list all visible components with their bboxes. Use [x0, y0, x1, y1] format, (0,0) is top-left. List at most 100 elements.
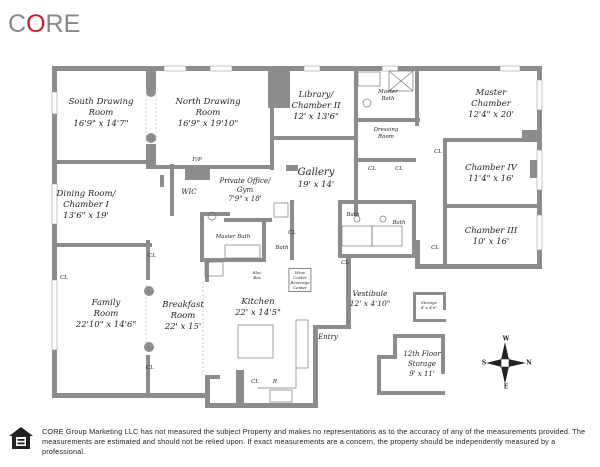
room-name: Chamber III: [464, 226, 518, 236]
room-dims: 19' x 14': [297, 180, 335, 190]
label-refrigerator: R: [272, 379, 278, 385]
room-name: Private Office/: [219, 177, 271, 185]
label-text: Center: [293, 285, 307, 290]
room-name: Master: [475, 88, 507, 98]
label-bath-right: Bath: [392, 220, 406, 226]
label-wic: WIC: [181, 188, 197, 196]
room-name: Family: [91, 298, 121, 308]
logo-c: C: [8, 10, 27, 38]
room-dims: 12' x 4'10": [349, 299, 391, 308]
closet-label: CL: [148, 253, 156, 259]
room-dims: 12'4" x 20': [468, 110, 514, 120]
room-name: Vestibule: [352, 289, 388, 298]
room-name: South Drawing: [68, 97, 134, 107]
room-name: Dining Room/: [56, 189, 116, 199]
room-name: 12th Floor: [403, 350, 441, 358]
label-bath-left: Bath: [275, 245, 289, 251]
room-name: Chamber I: [63, 200, 109, 210]
room-name: Chamber II: [291, 101, 341, 111]
room-name: Room: [170, 311, 196, 321]
room-gallery: Gallery 19' x 14': [298, 167, 335, 191]
room-dims: 16'9" x 19'10": [177, 119, 239, 129]
logo-o: O: [26, 10, 46, 38]
closet-label: CL: [146, 365, 154, 371]
label-text: Elec: [252, 270, 262, 275]
label-text: Master: [378, 89, 398, 95]
compass-east: E: [503, 383, 509, 391]
label-bath-mid: Bath: [346, 212, 360, 218]
label-text: Bath: [381, 96, 395, 102]
room-name: Room: [93, 309, 119, 319]
windows: [51, 65, 543, 351]
label-master-bath: Master Bath: [215, 234, 251, 240]
openings: [145, 95, 204, 375]
room-dims: 7'9" x 18': [228, 195, 262, 203]
room-name: Gallery: [297, 167, 335, 178]
room-dims: 16'9" x 14'7": [73, 119, 129, 129]
logo-re: RE: [45, 10, 81, 38]
closet-label: CL: [368, 166, 376, 172]
columns: [144, 87, 156, 352]
room-dims: 22' x 14'5": [235, 308, 281, 318]
label-text: Dressing: [373, 127, 399, 133]
core-logo: CORE: [8, 10, 80, 39]
compass-south: S: [481, 359, 487, 367]
room-name: North Drawing: [175, 97, 241, 107]
room-name: Storage: [421, 300, 437, 305]
label-text: Wine: [294, 270, 306, 275]
room-name: Chamber IV: [465, 163, 517, 173]
closet-label: CL: [431, 245, 439, 251]
room-name: Breakfast: [162, 300, 204, 310]
label-fireplace: F/P: [192, 157, 202, 163]
room-name: Room: [88, 108, 114, 118]
room-dims: 9' x 11': [409, 370, 435, 378]
label-entry: Entry: [318, 333, 338, 341]
label-text: Cooler: [293, 275, 307, 280]
compass-west: W: [502, 335, 510, 343]
room-name: Kitchen: [241, 297, 275, 307]
compass-north: N: [526, 359, 532, 367]
room-dims: 22'10" x 14'6": [75, 320, 137, 330]
closet-label: CL: [434, 149, 442, 155]
room-name: Room: [195, 108, 221, 118]
closet-label: CL: [395, 166, 403, 172]
walls: [52, 66, 542, 408]
closet-label: CL: [341, 260, 349, 266]
room-name: Gym: [236, 186, 254, 194]
room-name: Library/: [298, 90, 334, 100]
room-name: Storage: [408, 360, 436, 368]
compass-rose: [486, 342, 526, 384]
label-text: Box: [253, 275, 261, 280]
room-dims: 12' x 13'6": [293, 112, 339, 122]
room-dims: 22' x 15': [164, 322, 202, 332]
room-dims: 10' x 16': [472, 237, 510, 247]
room-name: Chamber: [471, 99, 511, 109]
label-text: Beverage: [290, 280, 310, 285]
closet-label: CL: [288, 230, 296, 236]
fixtures: [204, 70, 414, 403]
room-dims: 13'6" x 19': [63, 211, 109, 221]
room-dims: 4' x 4'6": [420, 305, 438, 310]
closet-label: CL: [60, 275, 68, 281]
disclaimer-text: CORE Group Marketing LLC has not measure…: [42, 427, 586, 456]
